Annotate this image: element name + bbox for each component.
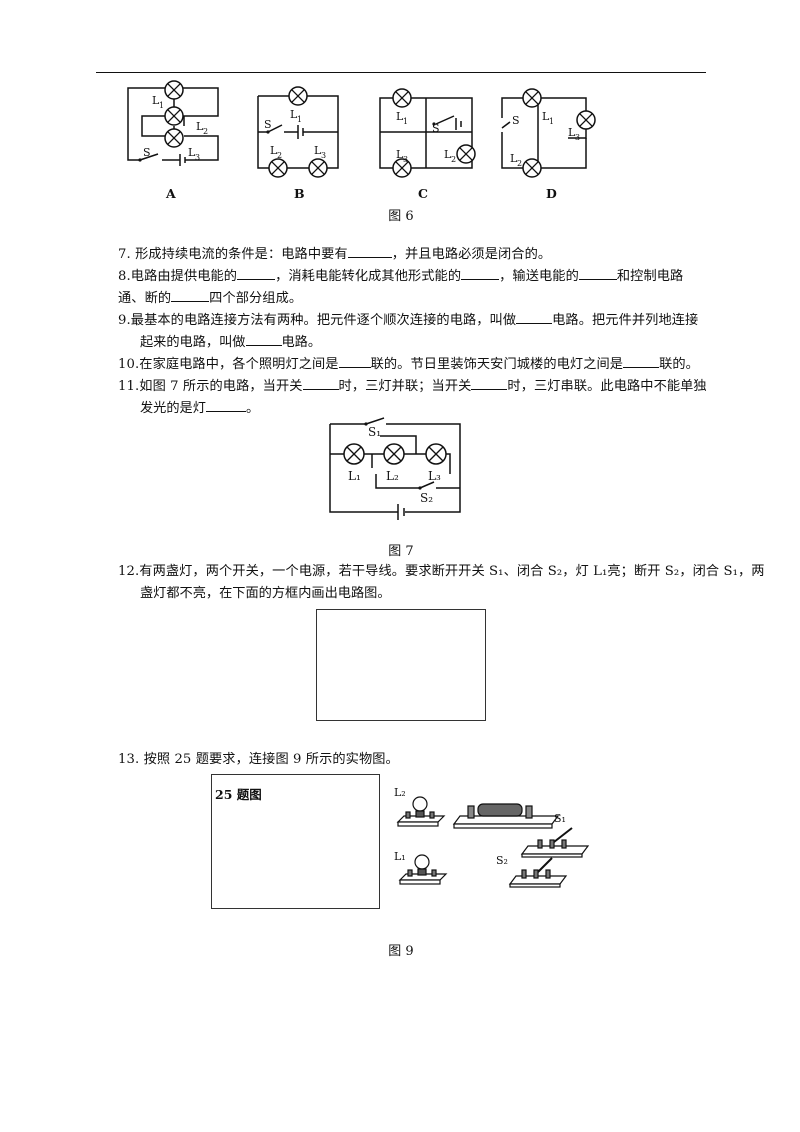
drawing-answer-box[interactable] xyxy=(316,609,486,721)
answer-blank[interactable] xyxy=(302,375,339,390)
answer-blank[interactable] xyxy=(171,287,210,302)
svg-text:2: 2 xyxy=(517,159,522,168)
figure-9-apparatus: L₂ L₁ S₁ S₂ xyxy=(394,786,590,888)
fig7-l1-label: L₁ xyxy=(348,469,361,483)
svg-text:S: S xyxy=(143,146,151,159)
panel-label-c: C xyxy=(418,186,428,201)
svg-text:S: S xyxy=(264,118,272,131)
svg-text:L: L xyxy=(510,152,518,165)
svg-text:L: L xyxy=(314,144,322,157)
svg-text:L: L xyxy=(568,126,576,139)
svg-text:L: L xyxy=(542,110,550,123)
answer-blank[interactable] xyxy=(338,353,371,368)
figure-9-caption: 图 9 xyxy=(388,944,414,959)
answer-blank[interactable] xyxy=(245,331,282,346)
figure-6-caption: 图 6 xyxy=(388,209,414,224)
svg-text:S: S xyxy=(512,114,520,127)
fig7-s2-label: S₂ xyxy=(420,491,433,505)
answer-blank[interactable] xyxy=(237,265,276,280)
question-8: 8.电路由提供电能的，消耗电能转化成其他形式能的，输送电能的和控制电路 xyxy=(118,265,683,288)
svg-text:1: 1 xyxy=(159,101,164,110)
question-7: 7. 形成持续电流的条件是：电路中要有，并且电路必须是闭合的。 xyxy=(118,243,551,266)
question-9-line2: 起来的电路，叫做电路。 xyxy=(140,331,321,354)
svg-text:L: L xyxy=(444,148,452,161)
fig9-l2-label: L₂ xyxy=(394,786,406,799)
svg-text:3: 3 xyxy=(321,151,326,160)
fig9-s2-label: S₂ xyxy=(496,854,508,867)
answer-blank[interactable] xyxy=(578,265,617,280)
answer-blank[interactable] xyxy=(471,375,508,390)
question-13: 13. 按照 25 题要求，连接图 9 所示的实物图。 xyxy=(118,752,399,767)
svg-text:2: 2 xyxy=(451,155,456,164)
svg-text:L: L xyxy=(188,146,196,159)
panel-label-d: D xyxy=(546,186,557,201)
answer-blank[interactable] xyxy=(461,265,500,280)
fig7-l2-label: L₂ xyxy=(386,469,399,483)
answer-blank[interactable] xyxy=(347,243,392,258)
answer-blank[interactable] xyxy=(623,353,660,368)
svg-text:2: 2 xyxy=(203,127,208,136)
question-12: 12.有两盏灯，两个开关，一个电源，若干导线。要求断开开关 S₁、闭合 S₂，灯… xyxy=(118,564,765,579)
fig7-l3-label: L₃ xyxy=(428,469,441,483)
question-8-line2: 通、断的四个部分组成。 xyxy=(118,287,302,310)
fig9-s1-label: S₁ xyxy=(554,812,566,825)
question-11-line2: 发光的是灯。 xyxy=(140,397,259,420)
svg-text:1: 1 xyxy=(549,117,554,126)
question-10: 10.在家庭电路中，各个照明灯之间是联的。节日里装饰天安门城楼的电灯之间是联的。 xyxy=(118,353,699,376)
svg-text:S: S xyxy=(432,122,440,135)
fig7-s1-label: S₁ xyxy=(368,425,381,439)
figure-7-caption: 图 7 xyxy=(388,544,414,559)
figure-7-circuit: S₁ L₁ L₂ L₃ S₂ xyxy=(329,417,461,520)
answer-blank[interactable] xyxy=(516,309,553,324)
panel-label-a: A xyxy=(165,186,176,201)
figure-25-box xyxy=(211,774,380,909)
panel-label-b: B xyxy=(294,186,305,201)
svg-text:L: L xyxy=(196,120,204,133)
svg-text:1: 1 xyxy=(403,117,408,126)
answer-blank[interactable] xyxy=(205,397,246,412)
svg-text:L: L xyxy=(270,144,278,157)
question-12-line2: 盏灯都不亮，在下面的方框内画出电路图。 xyxy=(140,586,391,601)
question-11: 11.如图 7 所示的电路，当开关时，三灯并联；当开关时，三灯串联。此电路中不能… xyxy=(118,375,707,398)
fig9-l1-label: L₁ xyxy=(394,850,406,863)
question-9: 9.最基本的电路连接方法有两种。把元件逐个顺次连接的电路，叫做电路。把元件并列地… xyxy=(118,309,698,332)
svg-text:L: L xyxy=(152,94,160,107)
svg-text:L: L xyxy=(396,148,404,161)
svg-text:3: 3 xyxy=(403,155,408,164)
svg-text:2: 2 xyxy=(277,151,282,160)
header-rule xyxy=(96,72,706,73)
svg-text:1: 1 xyxy=(297,115,302,124)
svg-text:3: 3 xyxy=(575,133,580,142)
svg-text:3: 3 xyxy=(195,153,200,162)
figure-25-label: 25 题图 xyxy=(215,787,262,802)
svg-text:L: L xyxy=(396,110,404,123)
svg-text:L: L xyxy=(290,108,298,121)
